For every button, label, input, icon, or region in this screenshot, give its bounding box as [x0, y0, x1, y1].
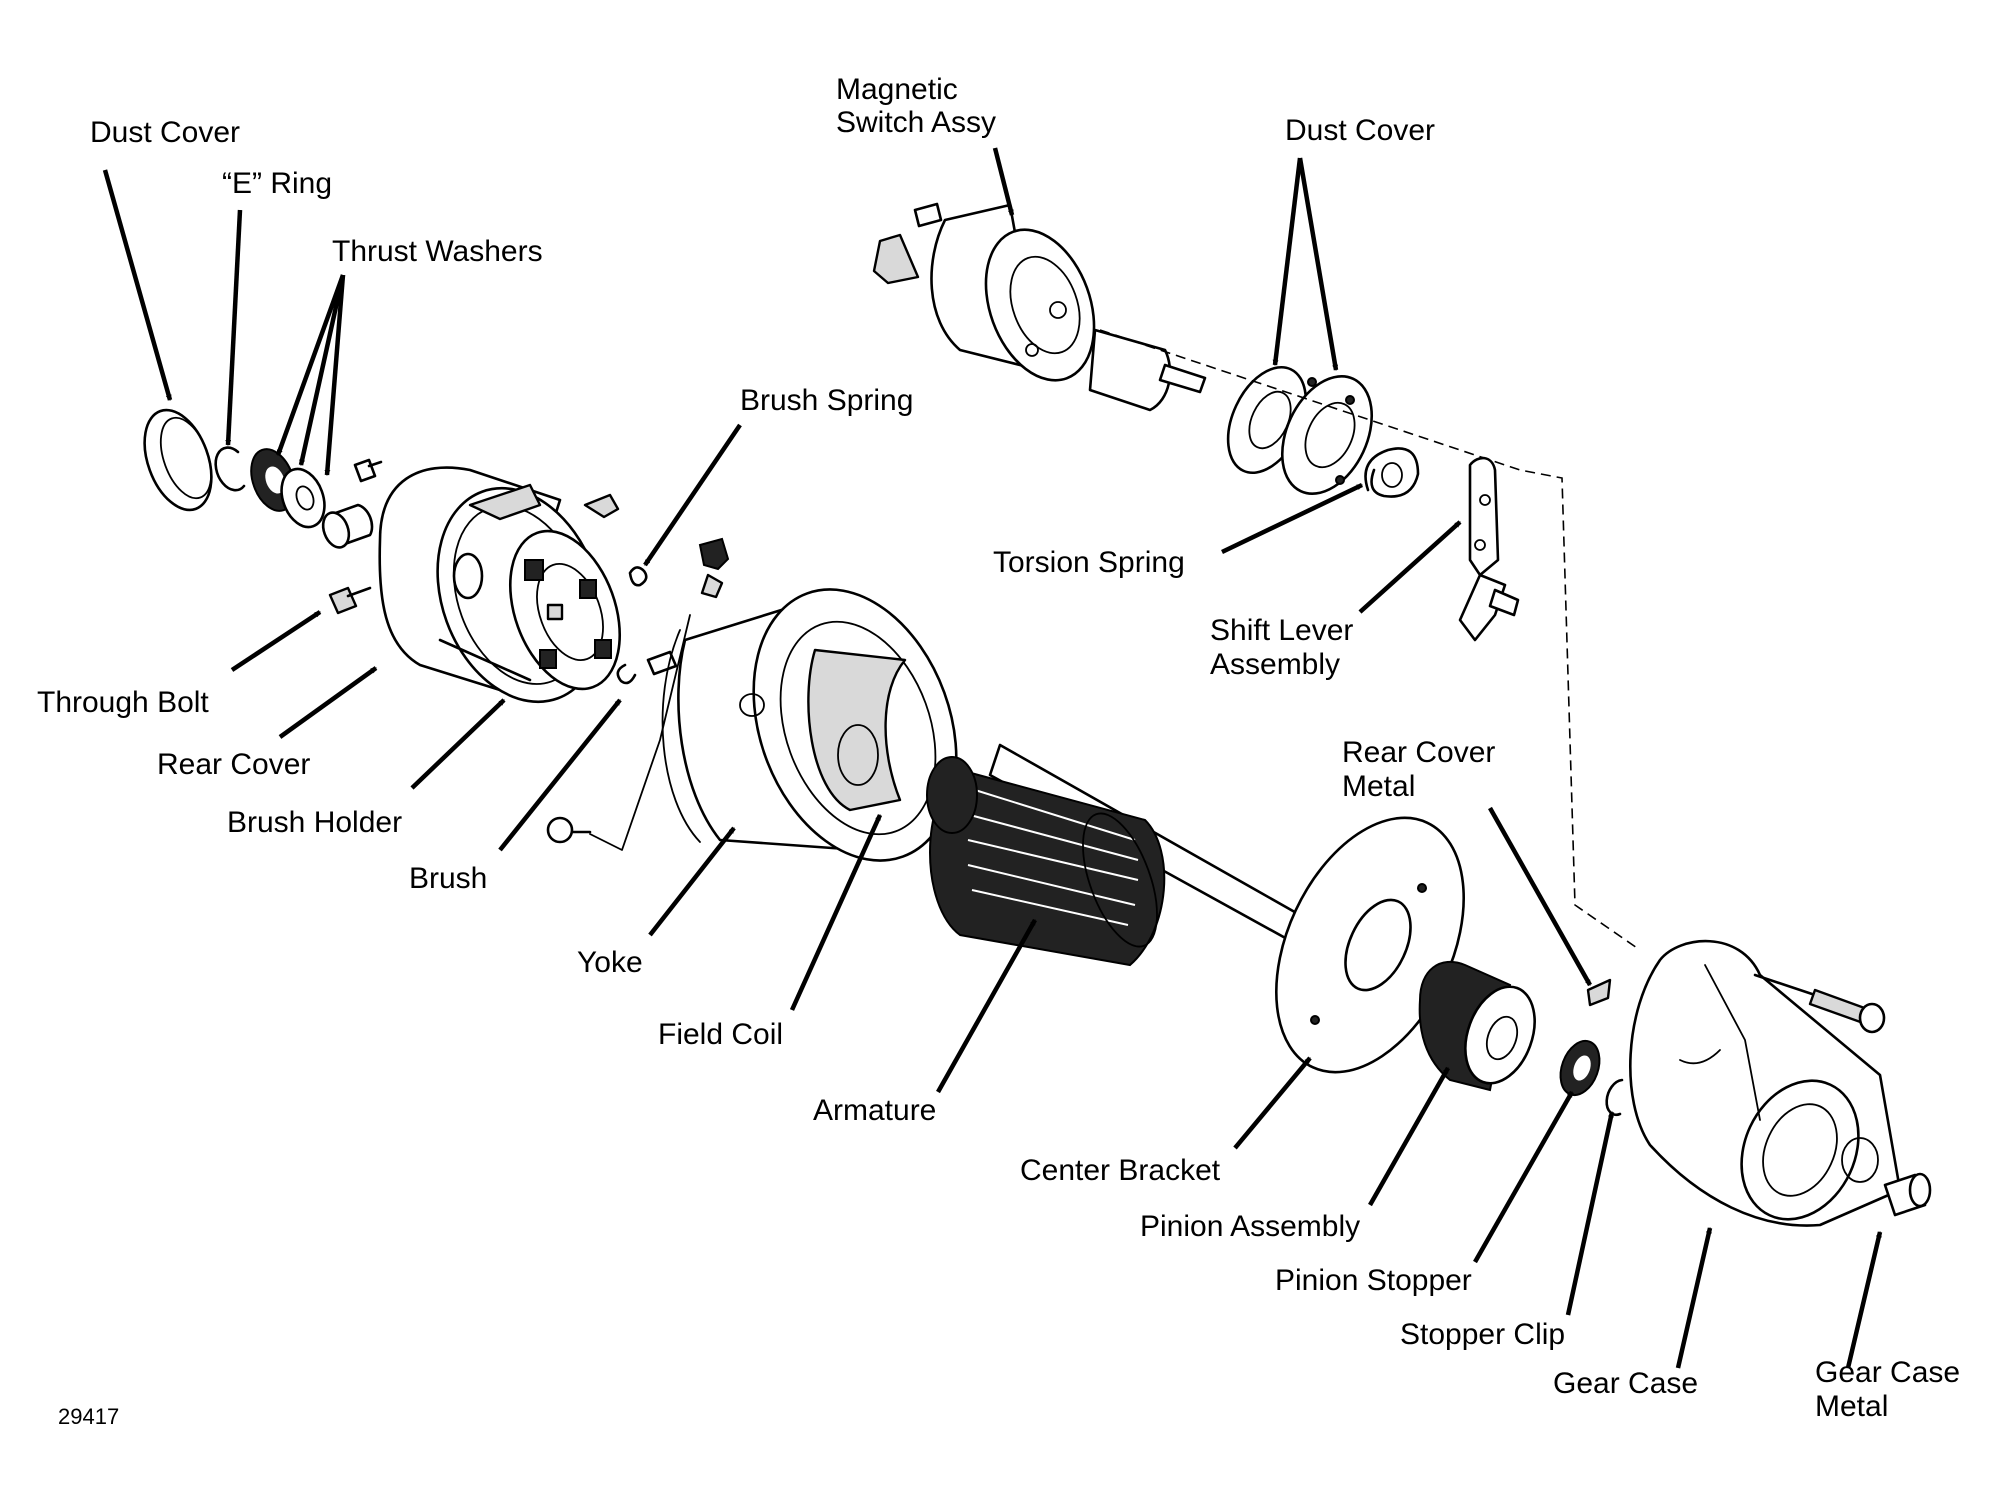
label-yoke: Yoke [577, 946, 643, 979]
label-dust-cover-left: Dust Cover [90, 116, 240, 149]
pinion-stopper-part [1559, 1039, 1601, 1097]
dust-cover-right-part [1226, 365, 1374, 495]
rear-cover-metal-part [1586, 978, 1612, 1007]
gear-case-bolt-part [1753, 973, 1886, 1034]
leader-arrows [102, 147, 1883, 1369]
label-rear-cover-metal-line2: Metal [1342, 770, 1415, 803]
gear-case-metal-part [1883, 1172, 1932, 1217]
label-pinion-assembly: Pinion Assembly [1140, 1210, 1360, 1243]
dust-cover-left-part [143, 408, 213, 512]
label-armature: Armature [813, 1094, 936, 1127]
label-shift-lever-line1: Shift Lever [1210, 614, 1353, 647]
shift-lever-assembly-part [1458, 456, 1520, 642]
thrust-washers-part [250, 448, 374, 549]
figure-number: 29417 [58, 1404, 119, 1429]
brush-spring-part [628, 566, 648, 587]
lead-screw-part [546, 614, 691, 851]
label-rear-cover: Rear Cover [157, 748, 310, 781]
label-magnetic-switch-line2: Switch Assy [836, 106, 996, 139]
label-stopper-clip: Stopper Clip [1400, 1318, 1565, 1351]
label-dust-cover-right: Dust Cover [1285, 114, 1435, 147]
label-rear-cover-metal-line1: Rear Cover [1342, 736, 1495, 769]
alignment-line [1099, 329, 1641, 951]
label-center-bracket: Center Bracket [1020, 1154, 1221, 1187]
field-coil-part [807, 648, 907, 812]
brush-part [616, 537, 730, 685]
brush-holder-part [508, 493, 622, 691]
label-pinion-stopper: Pinion Stopper [1275, 1264, 1472, 1297]
pinion-assembly-part [1418, 960, 1536, 1092]
center-bracket-part [1275, 816, 1465, 1074]
label-torsion-spring: Torsion Spring [993, 546, 1185, 579]
label-shift-lever-line2: Assembly [1210, 648, 1340, 681]
armature-part [926, 743, 1310, 967]
small-screw-part [353, 458, 383, 483]
label-brush: Brush [409, 862, 487, 895]
label-through-bolt: Through Bolt [37, 686, 209, 719]
label-thrust-washers: Thrust Washers [332, 235, 543, 268]
label-gear-case-metal-line2: Metal [1815, 1390, 1888, 1423]
torsion-spring-part [1364, 447, 1420, 498]
label-brush-spring: Brush Spring [740, 384, 913, 417]
label-magnetic-switch-line1: Magnetic [836, 73, 958, 106]
magnetic-switch-assy-part [872, 202, 1207, 412]
gear-case-part [1629, 939, 1902, 1227]
label-field-coil: Field Coil [658, 1018, 783, 1051]
label-brush-holder: Brush Holder [227, 806, 402, 839]
stopper-clip-part [1605, 1078, 1624, 1117]
label-gear-case: Gear Case [1553, 1367, 1698, 1400]
e-ring-part [214, 446, 246, 492]
label-gear-case-metal-line1: Gear Case [1815, 1356, 1960, 1389]
label-e-ring: “E” Ring [222, 167, 332, 200]
through-bolt-part [328, 586, 372, 615]
